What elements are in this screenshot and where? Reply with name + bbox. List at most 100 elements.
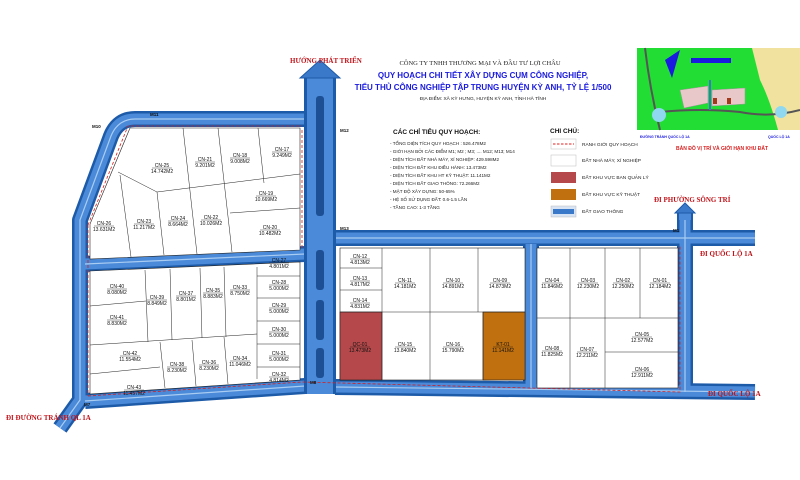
legend-item-management: ĐẤT KHU VỰC BAN QUẢN LÝ [551, 172, 649, 183]
parcel-area: 14.891M2 [442, 284, 464, 290]
parcel-area: 4.817M2 [350, 282, 370, 288]
location: ĐỊA ĐIỂM: XÃ KỲ HƯNG, HUYỆN KỲ ANH, TỈNH… [420, 94, 547, 102]
legend-label: ĐẤT GIAO THÔNG [582, 208, 624, 215]
parcel-area: 10.026M2 [200, 221, 222, 227]
parcel-id: CN-30 [272, 327, 287, 333]
parcel-id: CN-12 [353, 254, 368, 260]
boundary-markers: M10 M11 M12 M13 M1 M8 M7 [84, 112, 680, 407]
parcel-label: CN-378.801M2 [176, 291, 196, 303]
marker-label: M7 [84, 402, 91, 407]
parcel-label: CN-418.830M2 [107, 315, 127, 327]
up-arrow-icon [673, 202, 697, 214]
parcel-area: 9.008M2 [230, 159, 250, 165]
road-label-ql1a-top: ĐI QUỐC LỘ 1A [700, 250, 753, 258]
indicator-item: - TỔNG DIỆN TÍCH QUY HOẠCH : 526.478M2 [390, 139, 486, 146]
legend-item-factory: ĐẤT NHÀ MÁY, XÍ NGHIỆP [550, 154, 641, 167]
parcel-area: 11.846M2 [541, 284, 563, 290]
parcel-label: CN-124.813M2 [350, 254, 370, 266]
parcel-area: 5.000M2 [269, 286, 289, 292]
parcel-id: CN-10 [446, 278, 461, 284]
marker-label: M12 [340, 128, 349, 133]
parcel-label: CN-219.201M2 [195, 157, 215, 169]
legend-label: ĐẤT KHU VỰC KỸ THUẬT [582, 191, 640, 198]
parcel-area: 10.669M2 [255, 197, 277, 203]
parcel-id: CN-26 [97, 221, 112, 227]
legend-item-boundary: RANH GIỚI QUY HOẠCH [550, 138, 638, 150]
parcel-area: 14.742M2 [151, 169, 173, 175]
legend-item-technical: ĐẤT KHU VỰC KỸ THUẬT [551, 189, 640, 200]
parcel-id: QC-01 [353, 342, 368, 348]
parcel-area: 10.482M2 [259, 231, 281, 237]
parcel-label: CN-274.801M2 [269, 258, 289, 270]
parcel-id: CN-42 [123, 351, 138, 357]
parcel-area: 8.849M2 [147, 301, 167, 307]
parcel-label: CN-179.249M2 [272, 147, 292, 159]
parcel-label: CN-398.849M2 [147, 295, 167, 307]
up-arrow-icon [298, 59, 342, 79]
parcel-area: 5.000M2 [269, 357, 289, 363]
parcel-area: 12.184M2 [649, 284, 671, 290]
parcel-id: CN-08 [545, 346, 560, 352]
parcel-area: 8.080M2 [107, 290, 127, 296]
parcel-id: CN-04 [545, 278, 560, 284]
parcel-id: CN-21 [198, 157, 213, 163]
planning-indicators: CÁC CHỈ TIÊU QUY HOẠCH: - TỔNG DIỆN TÍCH… [390, 127, 515, 210]
indicator-item: - HỆ SỐ SỬ DỤNG ĐẤT: 0.6-1.5 LẦN [390, 195, 467, 202]
indicator-item: - GIỚI HẠN BỞI CÁC ĐIỂM M1; M2 ; M3; ...… [390, 148, 515, 154]
header: CÔNG TY TNHH THƯƠNG MẠI VÀ ĐẦU TƯ LỢI CH… [355, 59, 612, 102]
parcel-id: CN-09 [493, 278, 508, 284]
title-line-2: TIỂU THỦ CÔNG NGHIỆP TẬP TRUNG HUYỆN KỲ … [355, 83, 612, 92]
inset-road-left: ĐƯỜNG TRÁNH QUỐC LỘ 1A [640, 134, 690, 139]
parcel-id: CN-29 [272, 303, 287, 309]
parcel-id: CN-39 [150, 295, 165, 301]
marker-label: M13 [340, 226, 349, 231]
road-label-ql1a-bottom: ĐI QUỐC LỘ 1A [708, 390, 761, 398]
parcel-label: CN-295.000M2 [269, 303, 289, 315]
parcel-area: 11.825M2 [541, 352, 563, 358]
parcel-area: 8.883M2 [203, 294, 223, 300]
parcel-id: CN-31 [272, 351, 287, 357]
parcel-labels: CN-2514.742M2CN-219.201M2CN-189.008M2CN-… [93, 147, 671, 397]
parcel-area: 8.830M2 [107, 321, 127, 327]
parcel-area: 12.577M2 [631, 338, 653, 344]
parcel-label: CN-388.230M2 [167, 362, 187, 374]
parcel-id: CN-38 [170, 362, 185, 368]
parcel-area: 12.250M2 [612, 284, 634, 290]
parcel-id: CN-32 [272, 372, 287, 378]
indicator-item: - DIỆN TÍCH ĐẤT KHU ĐIỀU HÀNH: 13.473M2 [390, 163, 487, 170]
road-label-bypass: ĐI ĐƯỜNG TRÁNH QL 1A [6, 414, 91, 422]
parcel-area: 9.201M2 [195, 163, 215, 169]
parcel-id: CN-17 [275, 147, 290, 153]
parcel-id: CN-34 [233, 356, 248, 362]
parcel-id: CN-27 [272, 258, 287, 264]
parcel-area: 13.631M2 [93, 227, 115, 233]
parcel-id: CN-22 [204, 215, 219, 221]
parcel-area: 12.911M2 [631, 373, 653, 379]
parcel-id: CN-05 [635, 332, 650, 338]
parcel-area: 4.831M2 [350, 304, 370, 310]
inset-road-right: QUỐC LỘ 1A [768, 134, 790, 139]
parcel-area: 13.840M2 [394, 348, 416, 354]
parcel-id: CN-37 [179, 291, 194, 297]
parcel-id: CN-40 [110, 284, 125, 290]
parcel-area: 5.000M2 [269, 309, 289, 315]
legend-label: ĐẤT KHU VỰC BAN QUẢN LÝ [582, 174, 649, 181]
parcel-area: 5.000M2 [269, 333, 289, 339]
parcel-label: CN-144.831M2 [350, 298, 370, 310]
parcel-area: 11.141M2 [492, 348, 514, 354]
roads [53, 111, 756, 433]
parcel-label: CN-324.814M2 [269, 372, 289, 384]
parcel-area: 4.801M2 [269, 264, 289, 270]
parcel-id: CN-25 [155, 163, 170, 169]
